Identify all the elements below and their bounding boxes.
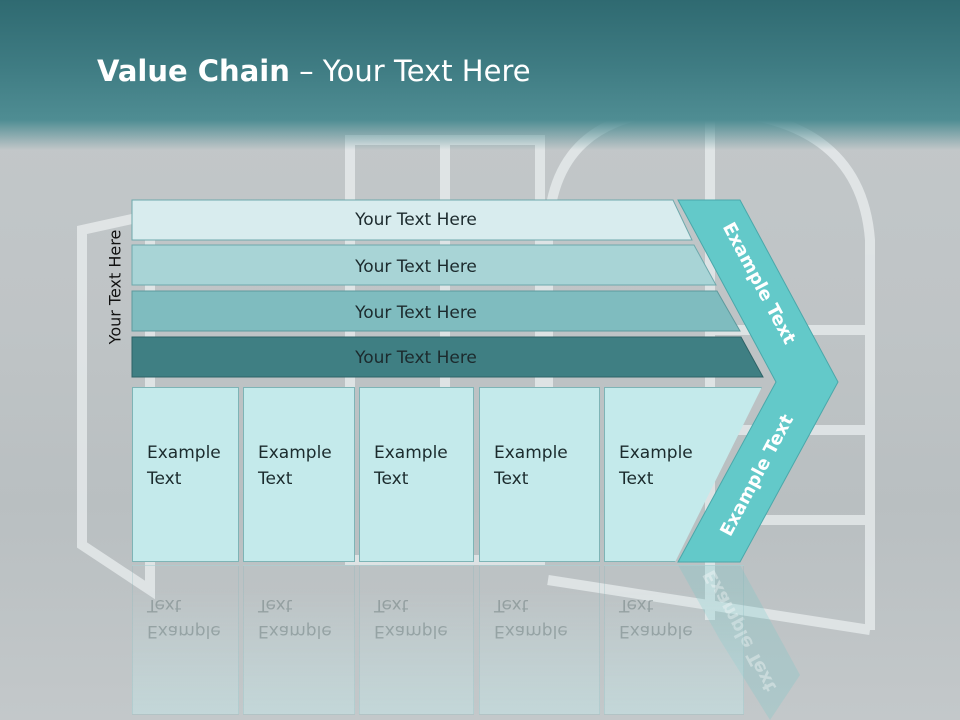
bar-4: Your Text Here — [131, 336, 764, 378]
box-4-reflection-line2: Text — [494, 595, 529, 615]
box-4-line1: Example — [494, 443, 568, 463]
box-2-line2: Text — [258, 469, 293, 489]
box-3-reflection-line1: Example — [374, 621, 448, 641]
box-1-line2: Text — [147, 469, 182, 489]
box-5-reflection: Example Text — [604, 565, 744, 715]
box-2-reflection: Example Text — [243, 565, 355, 715]
bar-2: Your Text Here — [131, 244, 717, 286]
activity-box-3: Example Text — [359, 387, 474, 562]
box-4-line2: Text — [494, 469, 529, 489]
bar-1-label: Your Text Here — [354, 210, 477, 230]
activity-box-1: Example Text — [132, 387, 239, 562]
box-2-reflection-line1: Example — [258, 621, 332, 641]
activity-box-4: Example Text — [479, 387, 600, 562]
bar-3-label: Your Text Here — [354, 303, 477, 323]
bar-4-label: Your Text Here — [354, 348, 477, 368]
box-4-reflection: Example Text — [479, 565, 600, 715]
box-2-reflection-line2: Text — [258, 595, 293, 615]
box-4-reflection-line1: Example — [494, 621, 568, 641]
chevron-arrow — [677, 199, 839, 563]
activity-box-2: Example Text — [243, 387, 355, 562]
box-1-reflection: Example Text — [132, 565, 239, 715]
bar-3: Your Text Here — [131, 290, 741, 332]
title-banner — [0, 0, 960, 150]
title-rest: – Your Text Here — [289, 54, 531, 88]
box-3-reflection: Example Text — [359, 565, 474, 715]
box-3-reflection-line2: Text — [374, 595, 409, 615]
box-5-line1: Example — [619, 443, 693, 463]
box-1-reflection-line2: Text — [147, 595, 182, 615]
box-5-reflection-line1: Example — [619, 621, 693, 641]
title-bold: Value Chain — [97, 54, 290, 88]
slide-title: Value Chain – Your Text Here — [97, 54, 531, 88]
bar-1: Your Text Here — [131, 199, 693, 241]
box-3-line1: Example — [374, 443, 448, 463]
chevron-arrow-reflection — [678, 565, 800, 720]
box-5-line2: Text — [619, 469, 654, 489]
bar-2-label: Your Text Here — [354, 257, 477, 277]
box-1-reflection-line1: Example — [147, 621, 221, 641]
box-5-reflection-line2: Text — [619, 595, 654, 615]
box-2-line1: Example — [258, 443, 332, 463]
box-1-line1: Example — [147, 443, 221, 463]
box-3-line2: Text — [374, 469, 409, 489]
